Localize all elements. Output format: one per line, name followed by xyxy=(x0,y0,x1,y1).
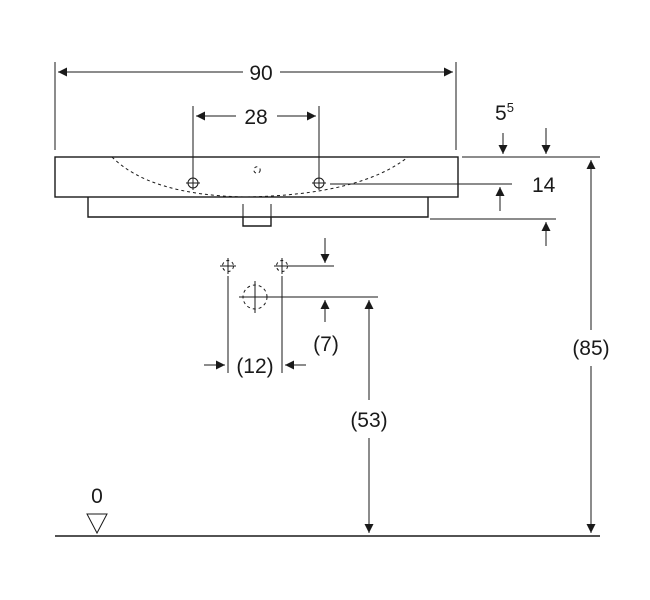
dimension-label-overall-width: 90 xyxy=(249,62,272,85)
dimension-label-drain-height: (53) xyxy=(350,409,387,432)
dimension-overall-width: 90 xyxy=(54,62,457,150)
supply-point-right xyxy=(274,258,290,274)
dimension-rim-height: 14 xyxy=(330,174,556,246)
basin-outline xyxy=(54,156,459,227)
dimension-label-supply-spacing: (12) xyxy=(236,355,273,378)
dimension-rim-offset: 55 xyxy=(462,100,600,158)
dimension-supply-spacing: (12) xyxy=(204,276,306,378)
tap-hole-left xyxy=(186,176,200,190)
dimension-label-tap-spacing: 28 xyxy=(244,106,267,129)
dimension-label-rim-offset: 55 xyxy=(495,100,514,125)
floor-level-marker: 0 xyxy=(86,485,108,535)
dimension-total-height: (85) xyxy=(572,160,610,533)
dimension-label-total-height: (85) xyxy=(572,337,609,360)
dimension-label-supply-offset: (7) xyxy=(313,333,339,356)
level-triangle-icon xyxy=(86,513,108,535)
dimension-tap-spacing: 28 xyxy=(192,106,320,176)
supply-point-left xyxy=(220,258,236,274)
dimension-drain-height: (53) xyxy=(350,300,388,533)
dimension-supply-offset: (7) xyxy=(262,238,378,356)
tap-hole-right xyxy=(312,176,326,190)
floor-level-label: 0 xyxy=(91,485,103,508)
dimension-label-rim-height: 14 xyxy=(532,174,556,197)
